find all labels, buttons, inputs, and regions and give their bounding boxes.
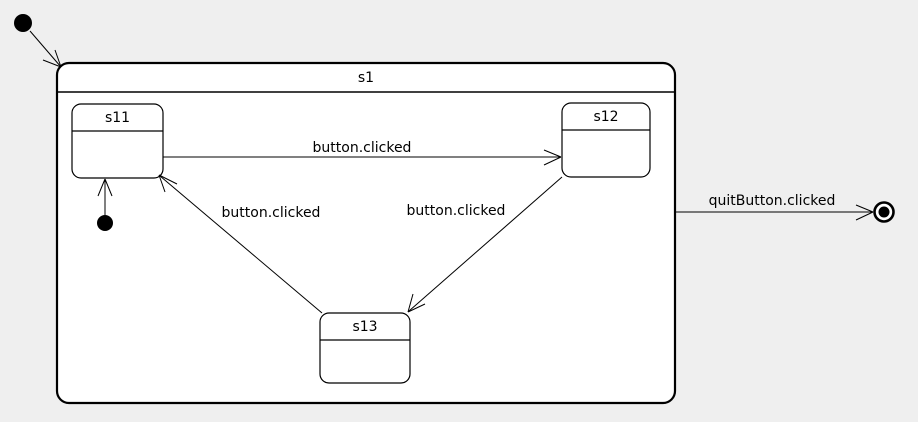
state-s12-box[interactable] [561,102,651,178]
transition-s1-to-final-arrowhead [855,204,874,221]
transition-initial-to-s1[interactable] [29,30,62,68]
transition-s13-to-s11[interactable]: button.clicked [158,174,323,314]
transition-s13-to-s11-label: button.clicked [222,205,321,221]
initial-state-node-inner[interactable] [97,215,113,231]
transition-s1-to-final-label: quitButton.clicked [709,193,836,209]
transition-s12-to-s13-arrowhead [407,293,426,313]
final-state-core [878,206,890,218]
transition-s11-to-s12-label: button.clicked [313,140,412,156]
state-s12[interactable]: s12 [561,102,651,178]
initial-state-node[interactable] [14,14,32,32]
transition-s12-to-s13[interactable]: button.clicked [407,176,563,313]
transition-initial-to-s11-arrowhead [97,178,113,197]
transition-s1-to-final[interactable]: quitButton.clicked [676,193,874,221]
state-s11-label: s11 [105,110,130,126]
composite-state-s1[interactable]: s1 [55,61,677,405]
state-s13-label: s13 [352,319,377,335]
state-s13[interactable]: s13 [319,312,411,384]
transition-s11-to-s12-arrowhead [543,149,562,166]
composite-state-s1-label: s1 [358,70,374,86]
state-s13-box[interactable] [319,312,411,384]
transition-s12-to-s13-label: button.clicked [407,203,506,219]
transition-s12-to-s13-line [408,176,563,312]
transition-initial-to-s1-arrowhead [42,49,62,68]
composite-state-s1-box[interactable] [55,61,677,405]
state-s11[interactable]: s11 [71,103,164,179]
transition-initial-to-s1-line [29,30,62,68]
transition-s11-to-s12[interactable]: button.clicked [163,140,562,166]
transition-initial-to-s11[interactable] [97,178,113,215]
state-s12-label: s12 [593,109,618,125]
state-s11-box[interactable] [71,103,164,179]
transition-s13-to-s11-line [159,175,323,314]
transition-s13-to-s11-arrowhead [158,174,178,193]
final-state-node[interactable] [873,201,895,223]
